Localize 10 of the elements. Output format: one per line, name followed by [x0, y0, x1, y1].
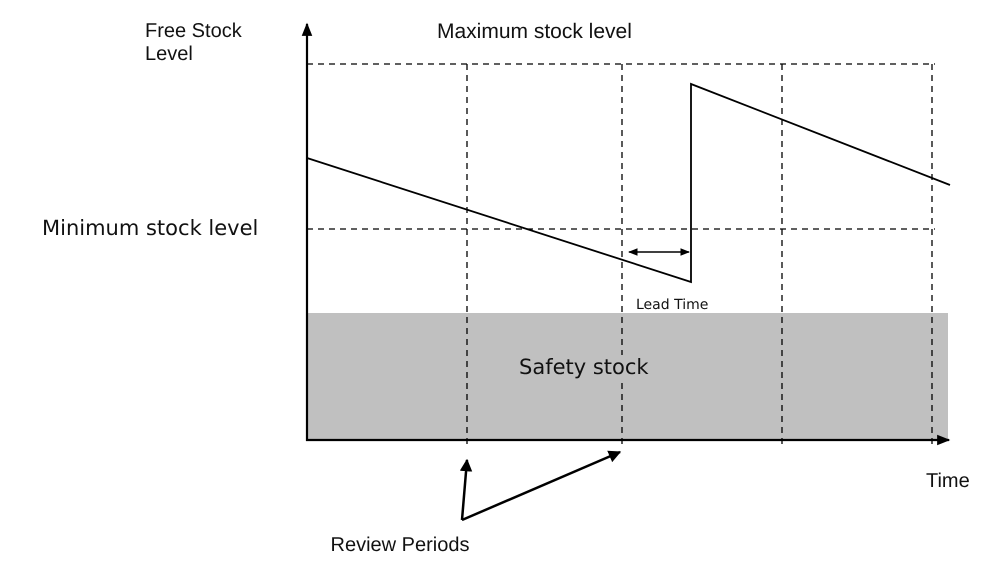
dimension-label: Lead Time [636, 297, 708, 314]
band-label: Safety stock [517, 355, 651, 379]
axis-label: Free Stock Level [145, 20, 243, 66]
level-label: Minimum stock level [42, 216, 258, 240]
leader-arrow [462, 450, 622, 522]
axis-label: Time [926, 470, 970, 493]
callout-text: Review Periods [330, 534, 470, 557]
leader-arrow [460, 458, 472, 520]
safety-stock-band [307, 313, 948, 440]
level-label: Maximum stock level [437, 20, 632, 44]
